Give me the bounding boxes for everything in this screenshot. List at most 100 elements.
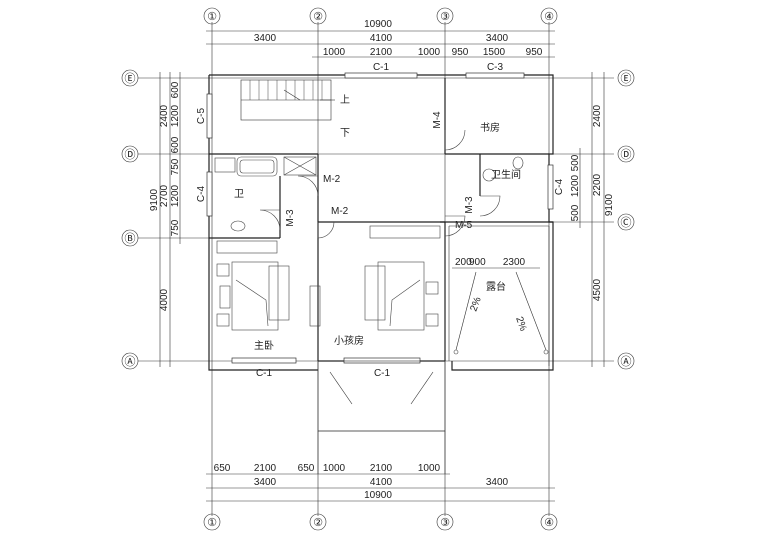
svg-text:4000: 4000 [159, 288, 170, 311]
svg-text:②: ② [313, 11, 323, 23]
dimensions-right: 500 1200 500 2400 2200 4500 9100 [570, 72, 615, 367]
axis-bubble-2-top: ② [309, 7, 327, 25]
window-c1-bottom-left [231, 357, 297, 364]
doors [259, 129, 501, 239]
svg-text:750: 750 [170, 158, 181, 175]
tag-m3-right: M-3 [464, 196, 475, 214]
svg-text:600: 600 [170, 136, 181, 153]
door-swing-m4 [444, 129, 466, 151]
svg-text:Ⓐ: Ⓐ [125, 355, 136, 368]
staircase: 上 下 [240, 79, 350, 139]
svg-text:①: ① [207, 11, 217, 23]
svg-text:4100: 4100 [370, 477, 393, 488]
sink-icon [214, 157, 236, 173]
tag-m2-b: M-2 [331, 206, 349, 217]
svg-text:1200: 1200 [170, 104, 181, 127]
svg-text:10900: 10900 [364, 19, 392, 30]
svg-text:500: 500 [570, 204, 581, 221]
svg-text:④: ④ [544, 11, 554, 23]
svg-text:2400: 2400 [159, 104, 170, 127]
svg-text:Ⓑ: Ⓑ [125, 232, 136, 245]
tag-m4: M-4 [432, 111, 443, 129]
room-label-master: 主卧 [254, 339, 274, 352]
door-swing-m5 [444, 215, 466, 237]
window-c4-left [206, 171, 213, 217]
axis-bubble-4-top: ④ [540, 7, 558, 25]
tag-c1-bottom-left: C-1 [256, 368, 273, 379]
axis-bubble-E-right: Ⓔ [617, 69, 635, 87]
svg-text:2100: 2100 [254, 463, 277, 474]
axis-bubble-A-left: Ⓐ [121, 352, 139, 370]
window-c4-right [547, 164, 554, 210]
tag-m3-left: M-3 [285, 209, 296, 227]
axis-bubble-2-bottom: ② [309, 513, 327, 531]
bathroom-left-fixtures: 卫 [214, 156, 317, 232]
double-bed-icon [231, 261, 279, 331]
door-swing-m2-b [317, 221, 335, 239]
axis-bubbles-top: ① ② ③ ④ [203, 7, 558, 25]
slope-mark-right: 2% [513, 315, 528, 332]
svg-text:Ⓓ: Ⓓ [621, 148, 632, 161]
tag-c5: C-5 [196, 108, 207, 125]
svg-text:2100: 2100 [370, 463, 393, 474]
svg-text:1500: 1500 [483, 47, 506, 58]
slope-mark-left: 2% [468, 296, 483, 313]
wardrobe-icon [216, 240, 278, 254]
svg-text:4100: 4100 [370, 33, 393, 44]
tag-c3-top: C-3 [487, 62, 504, 73]
svg-text:2700: 2700 [159, 184, 170, 207]
svg-text:3400: 3400 [254, 477, 277, 488]
svg-text:1000: 1000 [323, 47, 346, 58]
axis-bubble-C-right: Ⓒ [617, 213, 635, 231]
svg-text:③: ③ [440, 11, 450, 23]
door-swing-m3-left [259, 209, 281, 231]
svg-text:1200: 1200 [170, 184, 181, 207]
svg-text:500: 500 [570, 154, 581, 171]
svg-text:2300: 2300 [503, 257, 526, 268]
svg-text:①: ① [207, 517, 217, 529]
svg-text:9100: 9100 [604, 193, 615, 216]
room-label-bath-right: 卫生间 [491, 168, 521, 181]
bottom-bay-balcony [317, 360, 446, 474]
svg-text:3400: 3400 [486, 33, 509, 44]
svg-text:3400: 3400 [254, 33, 277, 44]
axis-bubbles-left: Ⓔ Ⓓ Ⓑ Ⓐ [121, 69, 139, 370]
svg-text:Ⓔ: Ⓔ [125, 72, 136, 85]
window-c3-top [465, 72, 525, 79]
tag-c4-right: C-4 [554, 179, 565, 196]
axis-bubble-D-right: Ⓓ [617, 145, 635, 163]
door-swing-m2-a [297, 175, 319, 197]
svg-text:Ⓒ: Ⓒ [621, 216, 632, 229]
tag-c4-left: C-4 [196, 186, 207, 203]
axis-bubble-E-left: Ⓔ [121, 69, 139, 87]
washbasin-icon [482, 168, 496, 182]
axis-bubble-D-left: Ⓓ [121, 145, 139, 163]
room-label-study: 书房 [480, 121, 500, 134]
double-bed-icon-kids [377, 261, 425, 331]
axis-bubble-4-bottom: ④ [540, 513, 558, 531]
dimensions-left: 9100 2400 2700 4000 600 1200 600 750 120… [149, 72, 181, 367]
svg-text:2200: 2200 [592, 173, 603, 196]
kids-bedroom-furniture: 小孩房 [309, 225, 441, 347]
stair-up-label: 上 [340, 94, 350, 106]
svg-text:4500: 4500 [592, 278, 603, 301]
axis-bubbles-right: Ⓔ Ⓓ Ⓒ Ⓐ [617, 69, 635, 370]
svg-text:950: 950 [526, 47, 543, 58]
svg-text:3400: 3400 [486, 477, 509, 488]
axis-bubble-3-top: ③ [436, 7, 454, 25]
master-bedroom-furniture: 主卧 [216, 240, 290, 352]
svg-text:600: 600 [170, 81, 181, 98]
room-label-kids: 小孩房 [334, 334, 364, 347]
room-label-terrace: 露台 [486, 280, 506, 293]
svg-text:650: 650 [214, 463, 231, 474]
svg-text:200: 200 [455, 257, 472, 268]
svg-text:③: ③ [440, 517, 450, 529]
svg-text:Ⓓ: Ⓓ [125, 148, 136, 161]
toilet-icon-right [512, 156, 524, 170]
axis-bubble-A-right: Ⓐ [617, 352, 635, 370]
axis-bubble-1-bottom: ① [203, 513, 221, 531]
axis-bubble-3-bottom: ③ [436, 513, 454, 531]
svg-text:1200: 1200 [570, 174, 581, 197]
svg-text:2100: 2100 [370, 47, 393, 58]
